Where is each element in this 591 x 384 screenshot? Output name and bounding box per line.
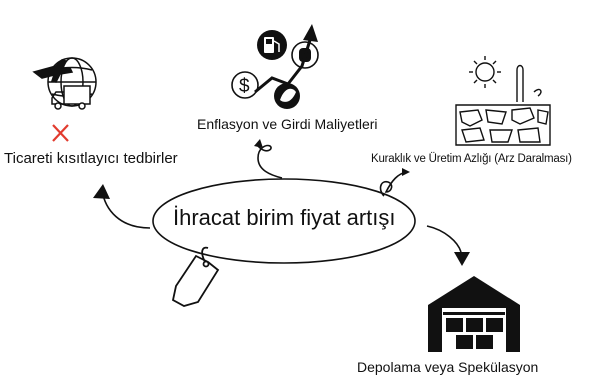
node-label-inflation: Enflasyon ve Girdi Maliyetleri <box>197 116 378 132</box>
arrowhead-drought <box>402 168 410 176</box>
center-label: İhracat birim fiyat artışı <box>173 205 396 230</box>
svg-text:$: $ <box>239 76 250 97</box>
arrow-to-inflation <box>257 144 283 179</box>
arrowhead-inflation <box>254 139 263 148</box>
arrowhead-trade <box>93 184 110 199</box>
price-tag-icon <box>171 246 220 307</box>
rising-costs-icon: $ <box>231 24 319 109</box>
node-label-trade: Ticareti kısıtlayıcı tedbirler <box>4 150 178 167</box>
center-ellipse <box>152 178 416 264</box>
arrowhead-storage <box>454 252 470 266</box>
globe-plane-truck-icon <box>32 57 97 110</box>
red-cross-icon <box>52 124 69 142</box>
arrow-to-trade <box>101 189 151 229</box>
drought-icon <box>455 56 551 146</box>
arrow-to-storage <box>426 225 462 253</box>
node-label-drought: Kuraklık ve Üretim Azlığı (Arz Daralması… <box>371 153 572 165</box>
warehouse-icon <box>428 276 520 352</box>
node-label-storage: Depolama veya Spekülasyon <box>357 359 539 375</box>
arrow-to-drought <box>379 171 407 197</box>
